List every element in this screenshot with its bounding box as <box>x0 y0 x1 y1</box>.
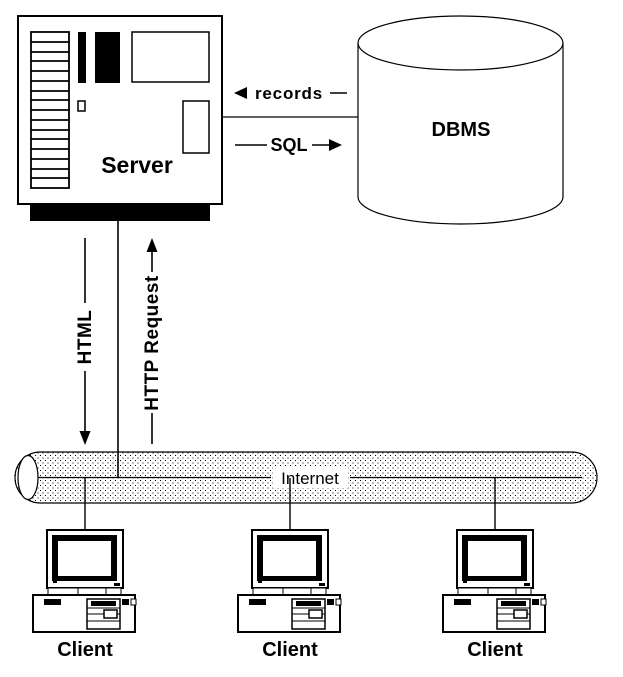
internet-pipe-endcap <box>17 454 39 501</box>
client-3-label: Client <box>467 639 523 661</box>
http-request-arrowhead-icon <box>146 238 158 252</box>
records-label: records <box>255 84 323 103</box>
html-arrow: HTML <box>75 238 96 445</box>
client-node-2: Client <box>237 529 342 661</box>
records-arrow: records <box>234 84 347 103</box>
server-power-button <box>77 100 86 112</box>
dbms-cylinder-top <box>357 15 564 71</box>
sql-label: SQL <box>270 135 307 155</box>
internet-label-halo <box>273 466 348 488</box>
dbms-cylinder-body <box>357 43 564 225</box>
server-drive-bay <box>182 100 210 154</box>
server-vent-grille <box>30 31 70 189</box>
server-label: Server <box>101 152 173 178</box>
server-base <box>30 204 210 221</box>
client-2-label: Client <box>262 639 318 661</box>
http-request-arrow: HTTP Request <box>142 238 163 444</box>
server-slot-bar-thin <box>78 32 86 83</box>
sql-arrowhead-icon <box>329 139 342 151</box>
client-node-3: Client <box>442 529 547 661</box>
server-panel <box>131 31 210 83</box>
server-slot-bar-wide <box>95 32 120 83</box>
client-node-1: Client <box>32 529 137 661</box>
client-2-computer-icon <box>237 529 342 633</box>
html-arrowhead-icon <box>79 431 91 445</box>
client-1-computer-icon <box>32 529 137 633</box>
dbms-label: DBMS <box>432 119 491 141</box>
client-1-label: Client <box>57 639 113 661</box>
internet-label: Internet <box>281 469 339 488</box>
dbms-node: DBMS <box>357 15 564 225</box>
sql-arrow: SQL <box>235 135 342 155</box>
records-arrowhead-icon <box>234 87 247 99</box>
client-3-computer-icon <box>442 529 547 633</box>
http-request-label: HTTP Request <box>142 275 163 411</box>
html-label: HTML <box>75 310 96 365</box>
server-node: Server <box>17 15 223 221</box>
